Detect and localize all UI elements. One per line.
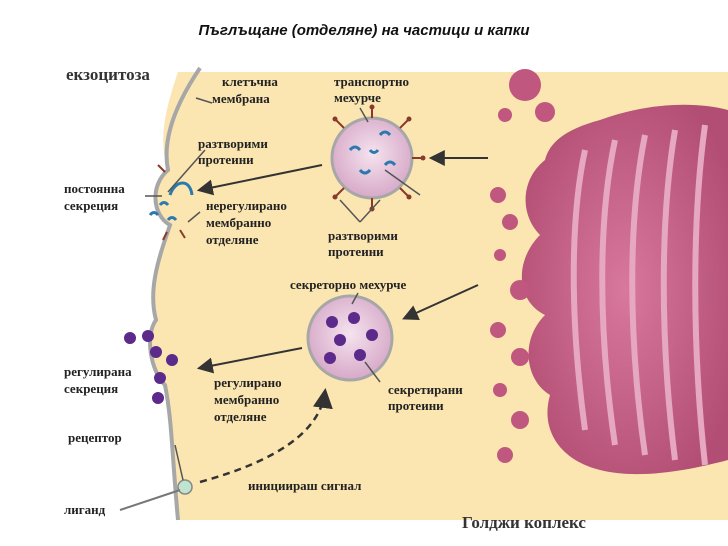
label-secreted-proteins-1: секретирани [388, 382, 463, 397]
label-ligand: лиганд [64, 502, 106, 517]
label-regulated-release-2: мембранно [214, 392, 279, 407]
label-cell-membrane-2: мембрана [212, 91, 270, 106]
label-soluble-top-2: протеини [198, 152, 254, 167]
label-regulated-secretion-1: регулирана [64, 364, 132, 379]
label-constant-secretion-2: секреция [64, 198, 118, 213]
label-secretory-vesicle: секреторно мехурче [290, 277, 406, 292]
label-transport-vesicle-2: мехурче [334, 90, 381, 105]
label-regulated-release-3: отделяне [214, 409, 267, 424]
label-unregulated-1: нерегулирано [206, 198, 287, 213]
label-secreted-proteins-2: протеини [388, 398, 444, 413]
label-exocytosis: екзоцитоза [66, 65, 150, 84]
label-soluble-top-1: разтворими [198, 136, 268, 151]
label-initiating-signal: инициираш сигнал [248, 478, 361, 493]
label-constant-secretion-1: постоянна [64, 181, 125, 196]
label-soluble-bottom-1: разтворими [328, 228, 398, 243]
secretory-vesicle [308, 296, 392, 380]
label-golgi: Голджи коплекс [462, 513, 586, 532]
label-regulated-secretion-2: секреция [64, 381, 118, 396]
label-receptor: рецептор [68, 430, 122, 445]
label-cell-membrane-1: клетъчна [222, 74, 278, 89]
label-unregulated-2: мембранно [206, 215, 271, 230]
label-soluble-bottom-2: протеини [328, 244, 384, 259]
ligand-line [120, 490, 180, 510]
label-regulated-release-1: регулирано [214, 375, 282, 390]
label-transport-vesicle-1: транспортно [334, 74, 409, 89]
label-unregulated-3: отделяне [206, 232, 259, 247]
receptor [178, 480, 192, 494]
